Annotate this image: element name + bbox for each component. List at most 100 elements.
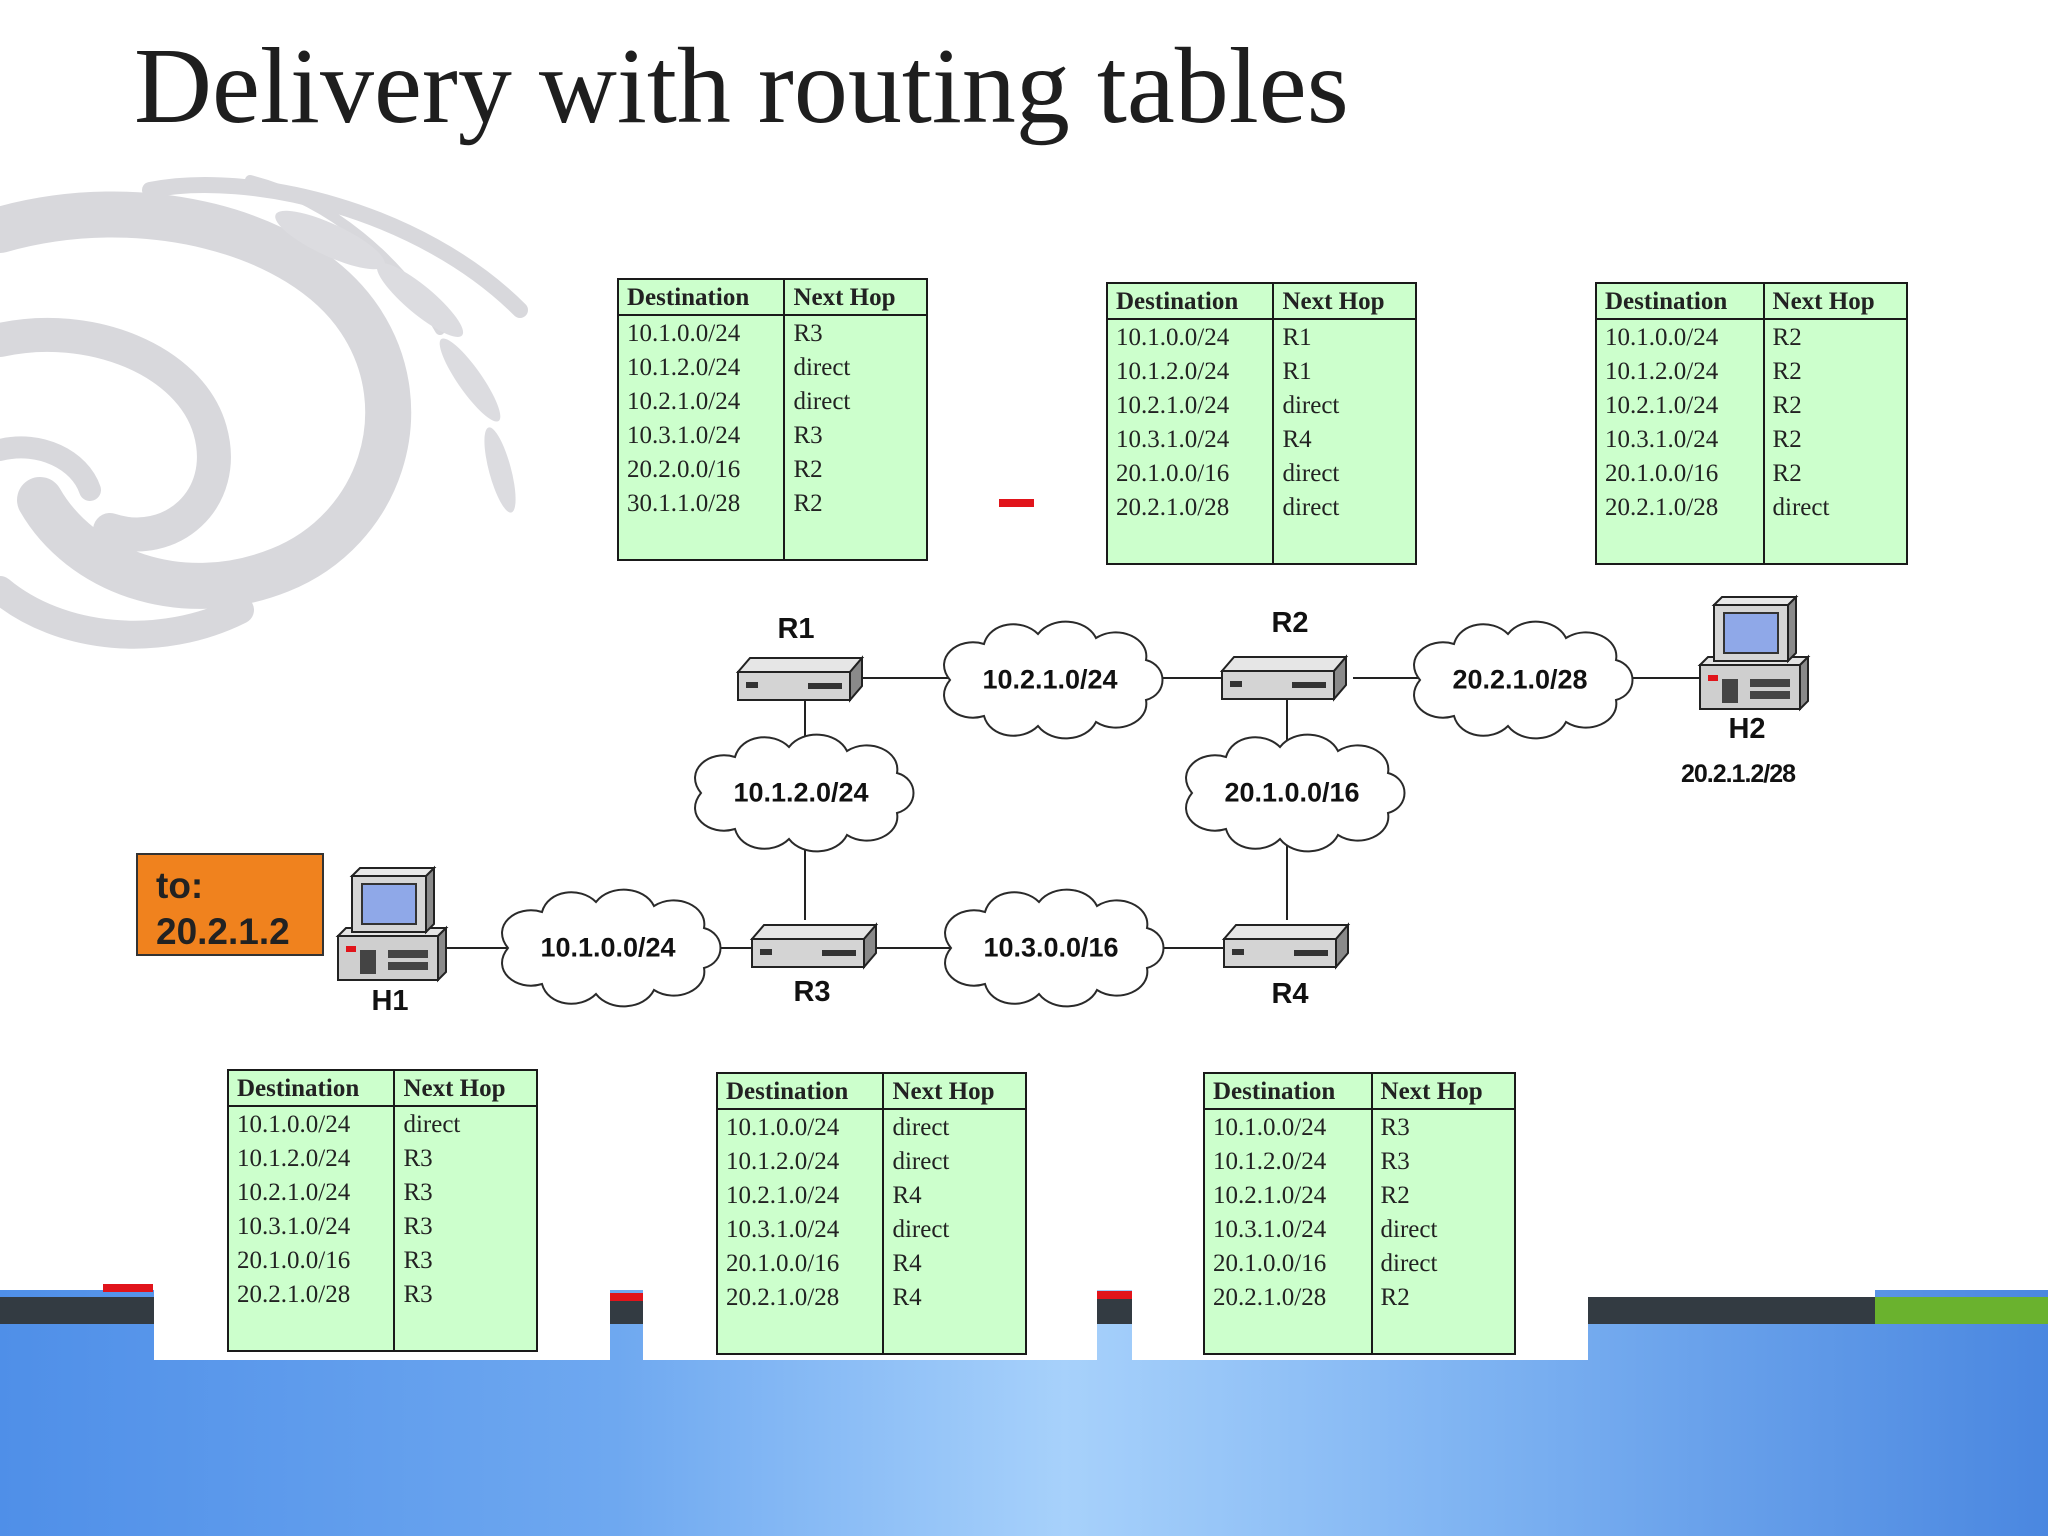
destination-cell: 10.1.0.0/24 <box>1605 324 1719 351</box>
next-hop-cell: direct <box>882 1109 1026 1144</box>
table-row: 10.1.0.0/24 R3 <box>1204 1109 1515 1144</box>
red-accent-mark <box>103 1284 153 1292</box>
table-row: 20.1.0.0/16 direct <box>1204 1246 1515 1280</box>
next-hop-cell: direct <box>393 1106 537 1141</box>
destination-cell: 10.1.2.0/24 <box>1213 1148 1327 1175</box>
column-header: Next Hop <box>393 1070 537 1107</box>
destination-cell: 20.2.0.0/16 <box>627 456 741 483</box>
table-row: 10.1.0.0/24 direct <box>717 1109 1026 1144</box>
next-hop-cell: direct <box>1272 490 1416 524</box>
next-hop-cell: R3 <box>393 1277 537 1311</box>
destination-cell: 10.1.0.0/24 <box>237 1111 351 1138</box>
table-row: 10.2.1.0/24 direct <box>1107 388 1416 422</box>
table-row: 20.2.1.0/28 R2 <box>1204 1280 1515 1314</box>
destination-cell: 20.1.0.0/16 <box>726 1250 840 1277</box>
bottom-gap <box>1588 1290 1875 1297</box>
next-hop-cell: R4 <box>882 1246 1026 1280</box>
next-hop-cell: R3 <box>393 1243 537 1277</box>
slide-title: Delivery with routing tables <box>134 27 1349 146</box>
destination-cell: 10.2.1.0/24 <box>1116 392 1230 419</box>
computer-icon <box>337 867 447 981</box>
red-accent-mark <box>999 499 1034 507</box>
next-hop-cell: R3 <box>1370 1109 1515 1144</box>
column-header: Destination <box>1596 283 1764 320</box>
next-hop-cell: R4 <box>882 1178 1026 1212</box>
next-hop-cell: direct <box>1272 388 1416 422</box>
column-header: Next Hop <box>783 279 927 316</box>
h2-address-label: 20.2.1.2/28 <box>1680 760 1796 788</box>
bottom-bar-green <box>1875 1297 2048 1324</box>
node-label-h2: H2 <box>1728 713 1766 745</box>
next-hop-cell: R3 <box>393 1175 537 1209</box>
next-hop-cell: R2 <box>1762 319 1907 354</box>
destination-cell: 20.2.1.0/28 <box>1213 1284 1327 1311</box>
next-hop-cell: R3 <box>393 1209 537 1243</box>
destination-cell: 10.1.2.0/24 <box>1605 358 1719 385</box>
network-label: 10.1.0.0/24 <box>540 932 676 963</box>
node-label-h1: H1 <box>371 985 409 1017</box>
next-hop-cell: direct <box>783 384 927 418</box>
next-hop-cell: direct <box>783 350 927 384</box>
packet-destination-box: to: 20.2.1.2 <box>136 853 324 956</box>
destination-cell: 10.3.1.0/24 <box>627 422 741 449</box>
router-icon <box>1221 656 1347 700</box>
destination-cell: 10.1.0.0/24 <box>627 320 741 347</box>
next-hop-cell: R2 <box>783 486 927 520</box>
destination-cell: 20.2.1.0/28 <box>726 1284 840 1311</box>
node-label-r1: R1 <box>777 613 815 645</box>
destination-cell: 10.1.0.0/24 <box>1213 1114 1327 1141</box>
next-hop-cell: R3 <box>783 315 927 350</box>
destination-cell: 10.3.1.0/24 <box>1605 426 1719 453</box>
destination-cell: 10.1.2.0/24 <box>627 354 741 381</box>
next-hop-cell: direct <box>1370 1246 1515 1280</box>
network-label: 10.3.0.0/16 <box>983 932 1119 963</box>
next-hop-cell: R3 <box>1370 1144 1515 1178</box>
network-label: 10.1.2.0/24 <box>733 777 869 808</box>
destination-cell: 20.1.0.0/16 <box>237 1247 351 1274</box>
packet-to-label: to: <box>156 865 204 906</box>
destination-cell: 10.3.1.0/24 <box>1213 1216 1327 1243</box>
destination-cell: 10.1.2.0/24 <box>237 1145 351 1172</box>
destination-cell: 20.2.1.0/28 <box>237 1281 351 1308</box>
destination-cell: 10.1.2.0/24 <box>1116 358 1230 385</box>
destination-cell: 20.1.0.0/16 <box>1213 1250 1327 1277</box>
table-row: 10.1.2.0/24 R3 <box>1204 1144 1515 1178</box>
column-header: Next Hop <box>882 1073 1026 1110</box>
column-header: Next Hop <box>1370 1073 1515 1110</box>
destination-cell: 10.2.1.0/24 <box>627 388 741 415</box>
destination-cell: 10.1.0.0/24 <box>726 1114 840 1141</box>
node-label-r2: R2 <box>1271 607 1309 639</box>
column-header: Next Hop <box>1272 283 1416 320</box>
router-icon <box>737 657 863 701</box>
next-hop-cell: direct <box>882 1212 1026 1246</box>
next-hop-cell: direct <box>882 1144 1026 1178</box>
table-row: 20.2.1.0/28 R3 <box>228 1277 537 1311</box>
computer-icon <box>1699 596 1809 710</box>
table-row: 10.2.1.0/24 direct <box>618 384 927 418</box>
next-hop-cell: R2 <box>1370 1280 1515 1314</box>
next-hop-cell: direct <box>1762 490 1907 524</box>
table-row: 10.1.0.0/24 direct <box>228 1106 537 1141</box>
column-header: Destination <box>717 1073 884 1110</box>
